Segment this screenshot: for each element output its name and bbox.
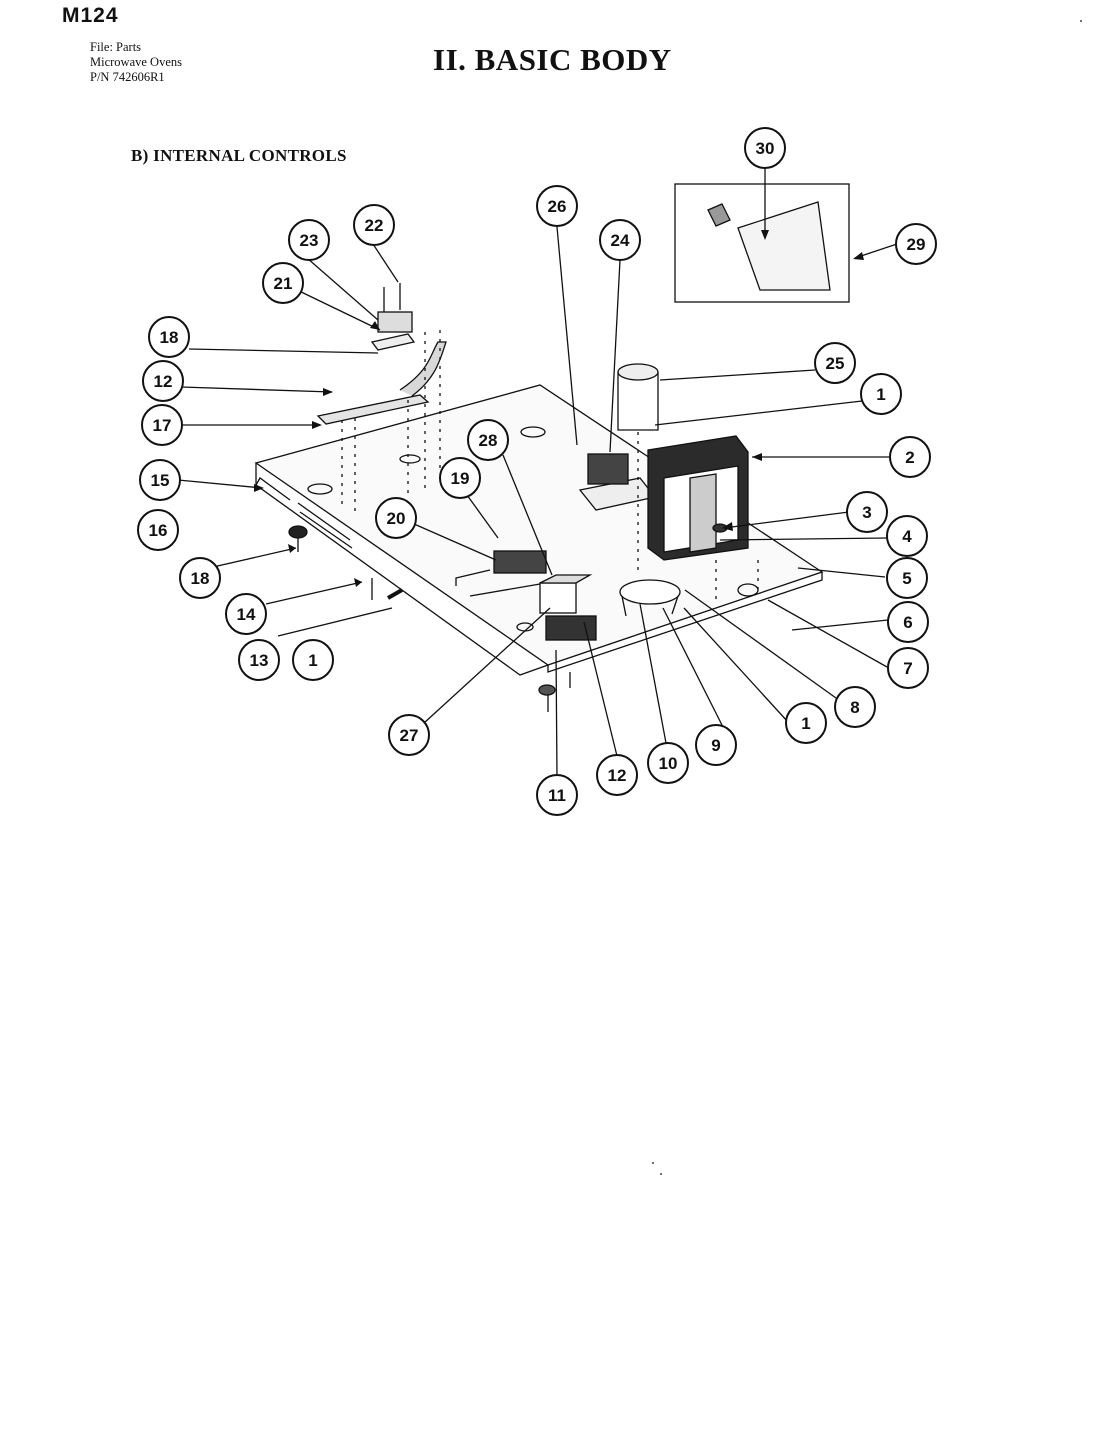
callout-label: 22: [365, 216, 384, 235]
scan-speck: [1080, 20, 1082, 22]
callout-label: 17: [153, 416, 172, 435]
page-title: II. BASIC BODY: [433, 42, 672, 77]
capacitor-25: [617, 371, 659, 431]
base-plate-front-edge: [255, 463, 549, 676]
callout-label: 30: [756, 139, 775, 158]
inset-bracket-box: [674, 183, 850, 303]
callout-label: 28: [479, 431, 498, 450]
callout-label: 6: [903, 613, 912, 632]
callout-label: 11: [548, 786, 566, 805]
callout-label: 18: [160, 328, 179, 347]
relay-24: [587, 453, 629, 485]
callout-label: 1: [801, 714, 810, 733]
callout-label: 9: [711, 736, 720, 755]
callout-label: 1: [876, 385, 885, 404]
thermal-bracket: [316, 394, 430, 425]
callout-label: 27: [400, 726, 419, 745]
callout-label: 13: [250, 651, 269, 670]
file-line: File: Parts: [90, 40, 142, 54]
terminal-block-20: [493, 550, 547, 574]
terminal-block-27: [545, 615, 597, 641]
fuse-holder-10: [619, 579, 681, 605]
scan-speck: [652, 1162, 654, 1164]
callout-label: 16: [149, 521, 168, 540]
callout-label: 10: [659, 754, 678, 773]
callout-label: 24: [611, 231, 630, 250]
scan-speck: [660, 1173, 662, 1175]
relay-28: [539, 582, 577, 614]
file-info: File: Parts Microwave Ovens P/N 742606R1: [90, 40, 182, 85]
callout-label: 20: [387, 509, 406, 528]
callout-label: 18: [191, 569, 210, 588]
callout-label: 23: [300, 231, 319, 250]
base-plate-right-edge: [547, 572, 823, 673]
callout-label: 4: [902, 527, 912, 546]
file-line: Microwave Ovens: [90, 55, 182, 69]
callout-label: 12: [154, 372, 173, 391]
callouts: 30 29 22 23 21 26 24 18 25 1 12 17 2 28 …: [137, 127, 937, 816]
callout-label: 21: [274, 274, 293, 293]
callout-label: 2: [905, 448, 914, 467]
callout-label: 15: [151, 471, 170, 490]
callout-label: 25: [826, 354, 845, 373]
callout-label: 8: [850, 698, 859, 717]
callout-label: 14: [237, 605, 256, 624]
file-line: P/N 742606R1: [90, 70, 165, 84]
callout-label: 7: [903, 659, 912, 678]
callout-label: 19: [451, 469, 470, 488]
model-number: M124: [62, 4, 119, 27]
callout-label: 12: [608, 766, 627, 785]
callout-label: 1: [308, 651, 317, 670]
section-title: B) INTERNAL CONTROLS: [131, 146, 347, 165]
callout-label: 5: [902, 569, 911, 588]
callout-label: 26: [548, 197, 567, 216]
callout-label: 3: [862, 503, 871, 522]
callout-label: 29: [907, 235, 926, 254]
